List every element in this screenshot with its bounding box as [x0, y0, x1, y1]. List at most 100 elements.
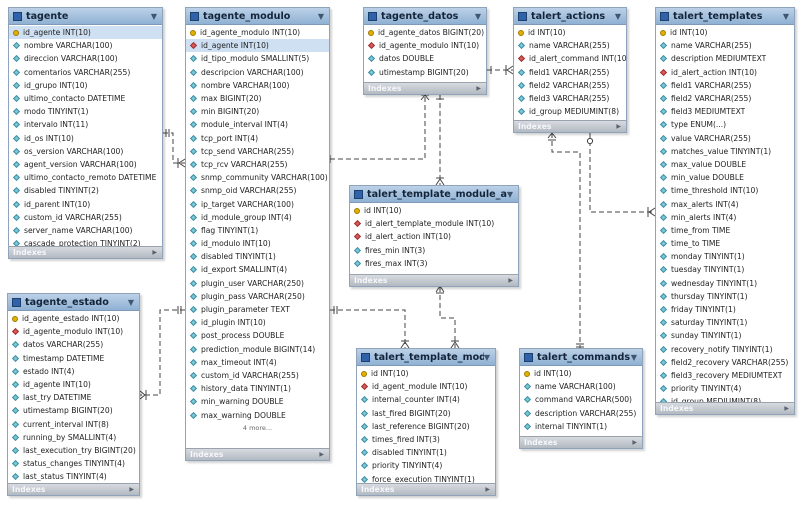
field-row[interactable]: type ENUM(...) [656, 118, 794, 131]
field-row[interactable]: field1 VARCHAR(255) [514, 66, 626, 79]
field-row[interactable]: plugin_pass VARCHAR(250) [186, 290, 329, 303]
field-row[interactable]: times_fired INT(3) [357, 433, 495, 446]
field-row[interactable]: id_agente INT(10) [9, 26, 162, 40]
field-row[interactable]: custom_id VARCHAR(255) [186, 369, 329, 382]
collapse-arrow-icon[interactable]: ▼ [150, 11, 157, 21]
table-header[interactable]: tagente_modulo▼ [186, 8, 329, 25]
expand-arrow-icon[interactable]: ▶ [152, 249, 157, 256]
field-row[interactable]: flag TINYINT(1) [186, 224, 329, 237]
field-row[interactable]: status_changes TINYINT(4) [8, 457, 139, 470]
collapse-arrow-icon[interactable]: ▼ [317, 11, 324, 21]
table-header[interactable]: tagente_estado▼ [8, 294, 139, 311]
field-row[interactable]: tcp_send VARCHAR(255) [186, 145, 329, 158]
table-tagente-modulo[interactable]: tagente_modulo▼id_agente_modulo INT(10) i… [185, 7, 330, 461]
collapse-arrow-icon[interactable]: ▼ [483, 352, 490, 362]
indexes-section[interactable]: Indexes▶ [364, 82, 486, 94]
expand-arrow-icon[interactable]: ▶ [784, 405, 789, 412]
field-row[interactable]: force_execution TINYINT(1) [357, 473, 495, 486]
field-row[interactable]: os_version VARCHAR(100) [9, 145, 162, 158]
field-row[interactable]: id_alert_template_module INT(10) [350, 217, 518, 230]
field-row[interactable]: id_plugin INT(10) [186, 316, 329, 329]
indexes-section[interactable]: Indexes▶ [8, 483, 139, 495]
field-row[interactable]: field2 VARCHAR(255) [656, 92, 794, 105]
field-row[interactable]: id_tipo_modulo SMALLINT(5) [186, 52, 329, 65]
field-row[interactable]: id_parent INT(10) [9, 197, 162, 210]
field-row[interactable]: value VARCHAR(255) [656, 132, 794, 145]
field-row[interactable]: id_modulo INT(10) [186, 237, 329, 250]
field-row[interactable]: id_agente_modulo INT(10) [186, 26, 329, 39]
field-row[interactable]: last_reference BIGINT(20) [357, 420, 495, 433]
field-row[interactable]: id_agente_modulo INT(10) [364, 39, 486, 52]
field-row[interactable]: min_value DOUBLE [656, 171, 794, 184]
table-talert-actions[interactable]: talert_actions▼id INT(10)name VARCHAR(25… [513, 7, 627, 133]
field-row[interactable]: id_agente INT(10) [8, 378, 139, 391]
field-row[interactable]: id INT(10) [514, 26, 626, 39]
field-row[interactable]: name VARCHAR(255) [514, 39, 626, 52]
field-row[interactable]: nombre VARCHAR(100) [186, 79, 329, 92]
field-row[interactable]: friday TINYINT(1) [656, 303, 794, 316]
field-row[interactable]: id INT(10) [520, 367, 642, 380]
field-row[interactable]: matches_value TINYINT(1) [656, 145, 794, 158]
table-talert-template-modules[interactable]: talert_template_modules▼id INT(10)id_age… [356, 348, 496, 496]
field-row[interactable]: last_execution_try BIGINT(20) [8, 444, 139, 457]
field-row[interactable]: disabled TINYINT(1) [186, 250, 329, 263]
field-row[interactable]: field2_recovery VARCHAR(255) [656, 356, 794, 369]
field-row[interactable]: custom_id VARCHAR(255) [9, 211, 162, 224]
expand-arrow-icon[interactable]: ▶ [632, 439, 637, 446]
field-row[interactable]: id INT(10) [656, 26, 794, 39]
field-row[interactable]: datos VARCHAR(255) [8, 338, 139, 351]
field-row[interactable]: max_timeout INT(4) [186, 356, 329, 369]
expand-arrow-icon[interactable]: ▶ [319, 451, 324, 458]
field-row[interactable]: last_status TINYINT(4) [8, 470, 139, 483]
table-tagente[interactable]: tagente▼id_agente INT(10)nombre VARCHAR(… [8, 7, 163, 259]
table-header[interactable]: tagente_datos▼ [364, 8, 486, 25]
field-row[interactable]: id_alert_action INT(10) [350, 230, 518, 243]
expand-arrow-icon[interactable]: ▶ [129, 486, 134, 493]
table-header[interactable]: talert_template_modules▼ [357, 349, 495, 366]
expand-arrow-icon[interactable]: ▶ [616, 123, 621, 130]
field-row[interactable]: tcp_rcv VARCHAR(255) [186, 158, 329, 171]
table-talert-templates[interactable]: talert_templates▼id INT(10)name VARCHAR(… [655, 7, 795, 415]
field-row[interactable]: nombre VARCHAR(100) [9, 39, 162, 52]
field-row[interactable]: server_name VARCHAR(100) [9, 224, 162, 237]
indexes-section[interactable]: Indexes▶ [350, 274, 518, 286]
field-row[interactable]: datos DOUBLE [364, 52, 486, 65]
field-row[interactable]: post_process DOUBLE [186, 329, 329, 342]
table-header[interactable]: tagente▼ [9, 8, 162, 25]
table-tagente-datos[interactable]: tagente_datos▼id_agente_datos BIGINT(20)… [363, 7, 487, 95]
field-row[interactable]: snmp_community VARCHAR(100) [186, 171, 329, 184]
field-row[interactable]: field3 VARCHAR(255) [514, 92, 626, 105]
field-row[interactable]: tcp_port INT(4) [186, 132, 329, 145]
field-row[interactable]: thursday TINYINT(1) [656, 290, 794, 303]
field-row[interactable]: field2 VARCHAR(255) [514, 79, 626, 92]
field-row[interactable]: module_interval INT(4) [186, 118, 329, 131]
field-row[interactable]: id_group MEDIUMINT(8) [656, 395, 794, 408]
table-talert-template-module-actions[interactable]: talert_template_module_actions▼id INT(10… [349, 185, 519, 287]
field-row[interactable]: comentarios VARCHAR(255) [9, 66, 162, 79]
field-row[interactable]: disabled TINYINT(2) [9, 184, 162, 197]
field-row[interactable]: estado INT(4) [8, 365, 139, 378]
field-row[interactable]: name VARCHAR(255) [656, 39, 794, 52]
field-row[interactable]: id_group MEDIUMINT(8) [514, 105, 626, 118]
field-row[interactable]: internal TINYINT(1) [520, 420, 642, 433]
field-row[interactable]: running_by SMALLINT(4) [8, 431, 139, 444]
field-row[interactable]: timestamp DATETIME [8, 352, 139, 365]
field-row[interactable]: time_to TIME [656, 237, 794, 250]
field-row[interactable]: description MEDIUMTEXT [656, 52, 794, 65]
field-row[interactable]: modo TINYINT(1) [9, 105, 162, 118]
field-row[interactable]: fires_max INT(3) [350, 257, 518, 270]
field-row[interactable]: id_alert_action INT(10) [656, 66, 794, 79]
indexes-section[interactable]: Indexes▶ [357, 483, 495, 495]
indexes-section[interactable]: Indexes▶ [9, 246, 162, 258]
field-row[interactable]: id_agente_estado INT(10) [8, 312, 139, 325]
field-row[interactable]: field1 VARCHAR(255) [656, 79, 794, 92]
field-row[interactable]: command VARCHAR(500) [520, 393, 642, 406]
table-header[interactable]: talert_actions▼ [514, 8, 626, 25]
table-tagente-estado[interactable]: tagente_estado▼id_agente_estado INT(10) i… [7, 293, 140, 496]
field-row[interactable]: snmp_oid VARCHAR(255) [186, 184, 329, 197]
field-row[interactable]: id_agent_module INT(10) [357, 380, 495, 393]
field-row[interactable]: last_fired BIGINT(20) [357, 407, 495, 420]
collapse-arrow-icon[interactable]: ▼ [614, 11, 621, 21]
field-row[interactable]: plugin_user VARCHAR(250) [186, 277, 329, 290]
collapse-arrow-icon[interactable]: ▼ [506, 189, 513, 199]
